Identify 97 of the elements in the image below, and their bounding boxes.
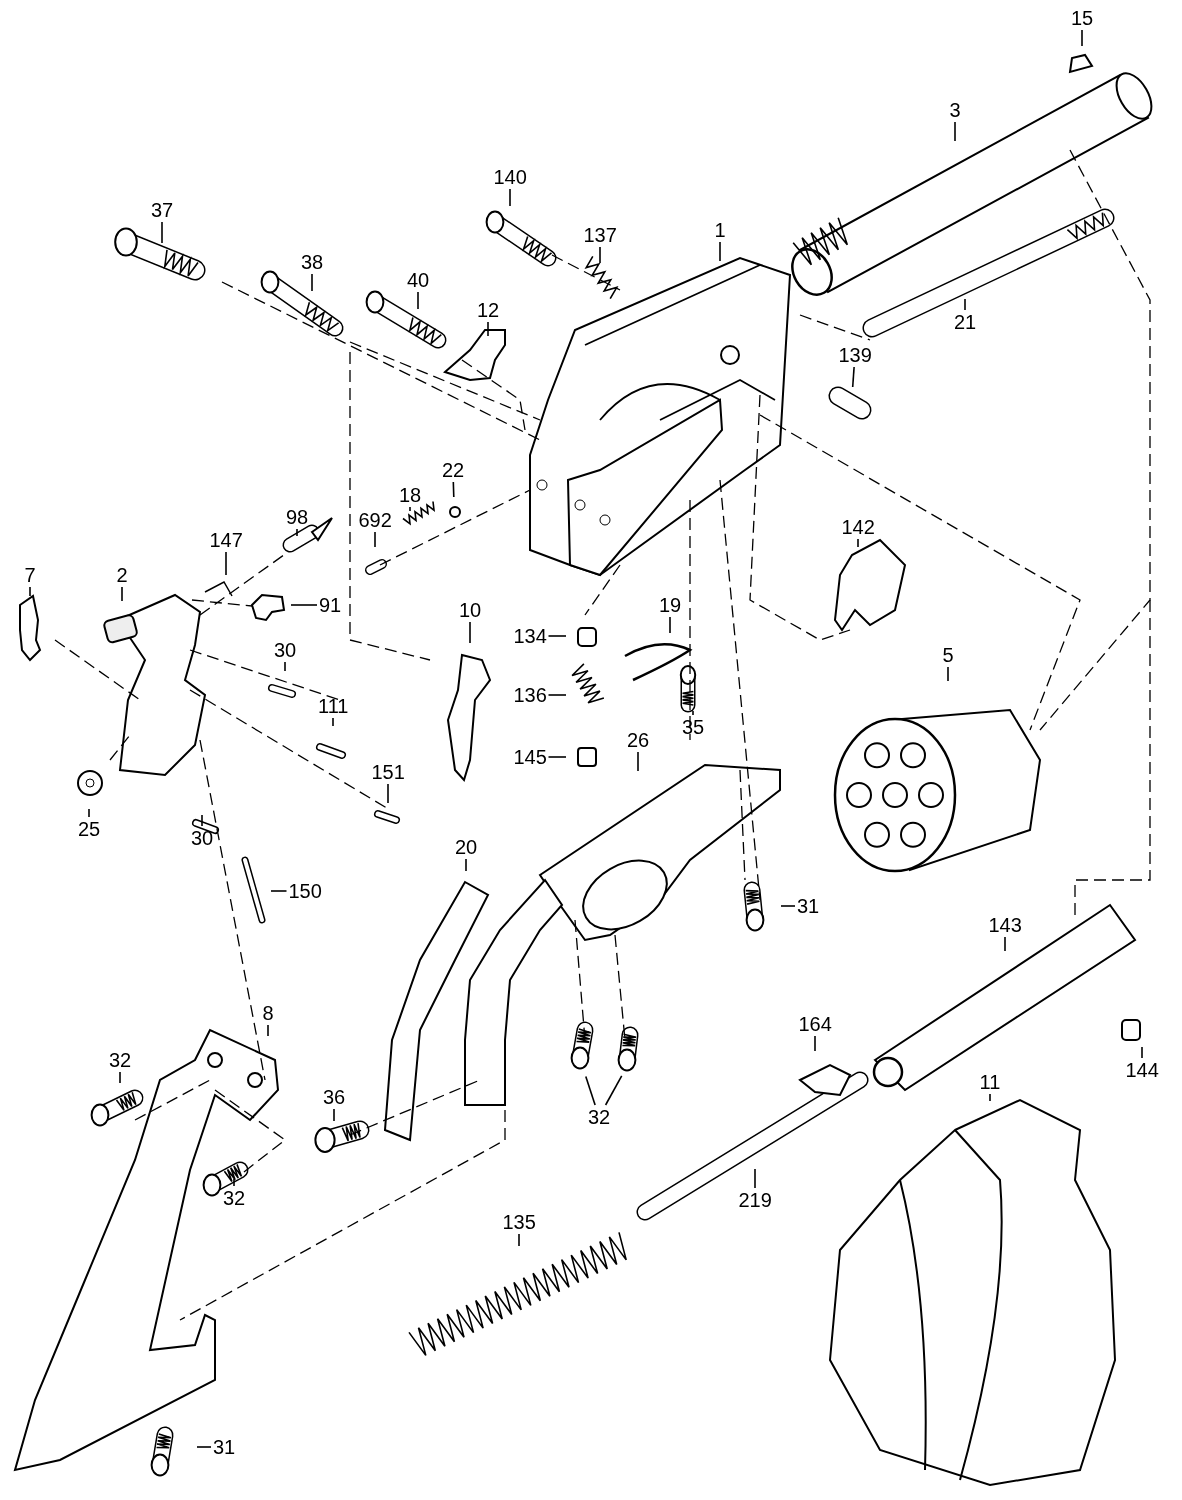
callout-number: 139 — [838, 344, 872, 366]
leader-line — [333, 1108, 335, 1122]
callout-number: 144 — [1125, 1059, 1159, 1081]
leader-line — [989, 1093, 991, 1102]
callout-number: 15 — [1071, 7, 1094, 29]
callout-number: 145 — [513, 746, 547, 768]
callout-number: 91 — [319, 594, 342, 616]
callout-number: 137 — [583, 224, 617, 246]
callout-number: 25 — [78, 818, 101, 840]
callout-number: 32 — [223, 1187, 246, 1209]
leader-line — [452, 481, 455, 498]
leader-line — [201, 814, 203, 827]
leader-line — [465, 858, 467, 872]
leader-line — [469, 621, 471, 644]
leader-line — [637, 751, 639, 772]
leader-line — [29, 586, 31, 597]
leader-line — [1081, 29, 1083, 47]
leader-line — [417, 291, 419, 310]
callout-number: 3 — [949, 99, 961, 121]
leader-line — [604, 1075, 623, 1106]
leader-line — [88, 808, 90, 818]
leader-line — [669, 616, 671, 634]
leader-line — [233, 1178, 235, 1187]
leader-line — [954, 121, 956, 142]
leader-line — [296, 528, 298, 537]
callout-number: 164 — [798, 1013, 832, 1035]
callout-number: 22 — [442, 459, 465, 481]
callout-number: 692 — [358, 509, 392, 531]
callout-number: 219 — [738, 1189, 772, 1211]
leader-line — [547, 635, 567, 637]
callout-number: 30 — [274, 639, 297, 661]
leader-line — [964, 298, 966, 311]
callout-number: 10 — [459, 599, 482, 621]
leader-line — [692, 710, 694, 716]
leader-line — [267, 1024, 269, 1037]
callout-number: 30 — [191, 827, 214, 849]
leader-line — [754, 1168, 756, 1189]
callout-number: 151 — [371, 761, 405, 783]
callout-number: 32 — [588, 1106, 611, 1128]
leader-line — [719, 241, 721, 262]
callout-number: 18 — [399, 484, 422, 506]
leader-line — [947, 666, 949, 682]
callout-number: 135 — [502, 1211, 536, 1233]
leader-line — [1141, 1046, 1143, 1059]
leader-line — [814, 1035, 816, 1052]
callout-number: 12 — [477, 299, 500, 321]
leader-line — [387, 783, 389, 804]
leader-line — [780, 905, 796, 907]
leader-line — [270, 890, 288, 892]
leader-line — [518, 1233, 520, 1247]
callout-number: 26 — [627, 729, 650, 751]
callout-number: 1 — [714, 219, 726, 241]
callout-number: 35 — [682, 716, 705, 738]
leader-line — [284, 661, 286, 672]
leader-line — [409, 506, 411, 512]
callout-number: 143 — [988, 914, 1022, 936]
callout-number: 111 — [318, 695, 349, 717]
callout-number: 40 — [407, 269, 430, 291]
callout-number: 136 — [513, 684, 547, 706]
callout-number: 38 — [301, 251, 324, 273]
leader-line — [374, 531, 376, 548]
callout-number: 5 — [942, 644, 954, 666]
leader-line — [161, 221, 163, 244]
leader-line — [585, 1075, 596, 1106]
callout-number: 142 — [841, 516, 875, 538]
leader-line — [851, 366, 855, 388]
callout-number: 19 — [659, 594, 682, 616]
callout-number: 134 — [513, 625, 547, 647]
leader-line — [547, 756, 567, 758]
callout-number: 8 — [262, 1002, 274, 1024]
leader-line — [225, 551, 227, 576]
leader-line — [332, 717, 334, 727]
callout-number: 11 — [979, 1071, 1001, 1093]
callout-number: 150 — [288, 880, 322, 902]
leader-line — [857, 538, 859, 548]
leader-line — [547, 694, 567, 696]
callout-number: 31 — [213, 1436, 236, 1458]
callout-number: 7 — [24, 564, 36, 586]
leader-line — [1004, 936, 1006, 952]
callout-number: 2 — [116, 564, 128, 586]
leader-line — [509, 188, 511, 207]
leader-line — [121, 586, 123, 602]
leader-line — [119, 1071, 121, 1084]
callout-number: 21 — [954, 311, 977, 333]
callout-number: 147 — [209, 529, 243, 551]
leader-line — [196, 1446, 212, 1448]
callout-number: 32 — [109, 1049, 132, 1071]
callout-number: 37 — [151, 199, 174, 221]
leader-line — [487, 321, 489, 337]
leader-line — [599, 246, 601, 264]
leader-line — [311, 273, 313, 292]
callout-number: 36 — [323, 1086, 346, 1108]
leader-line — [290, 604, 318, 606]
callout-number: 31 — [797, 895, 820, 917]
callout-number: 140 — [493, 166, 527, 188]
callout-number: 98 — [286, 506, 309, 528]
callout-number: 20 — [455, 836, 478, 858]
